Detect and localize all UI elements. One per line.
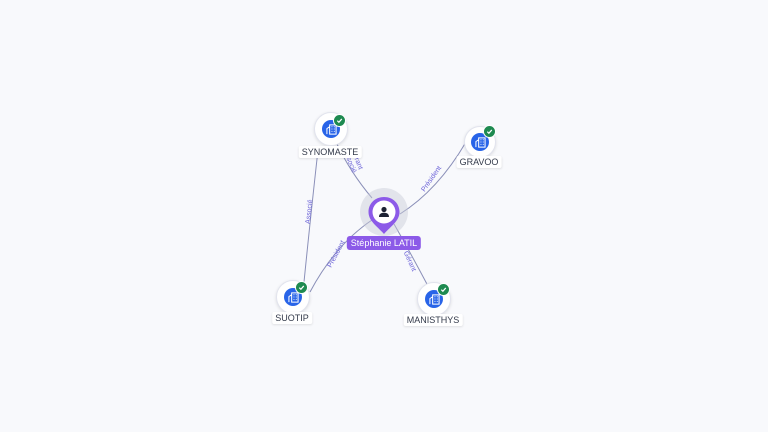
company-name-label: SUOTIP <box>272 312 312 324</box>
edge-suotip-synomaste[interactable]: Associé <box>303 149 319 283</box>
verified-check-icon <box>333 114 346 127</box>
company-name-label: GRAVOO <box>456 156 502 168</box>
edge-line <box>393 223 429 287</box>
edge-person-gravoo[interactable]: Président <box>399 141 467 215</box>
building-icon <box>471 133 489 151</box>
verified-check-icon <box>483 125 496 138</box>
edge-person-suotip[interactable]: Président <box>309 219 373 293</box>
user-icon <box>379 206 389 217</box>
edge-line <box>309 219 373 293</box>
verified-check-icon <box>437 283 450 296</box>
edge-line <box>303 149 319 283</box>
company-name-label: MANISTHYS <box>403 314 463 326</box>
edge-label: Président <box>327 240 347 269</box>
company-name-label: SYNOMASTE <box>298 146 362 158</box>
map-pin-icon[interactable] <box>367 196 401 236</box>
edge-label: Associé <box>305 199 315 224</box>
verified-check-icon <box>295 281 308 294</box>
edge-line <box>399 141 467 215</box>
person-name-label: Stéphanie LATIL <box>346 236 422 250</box>
